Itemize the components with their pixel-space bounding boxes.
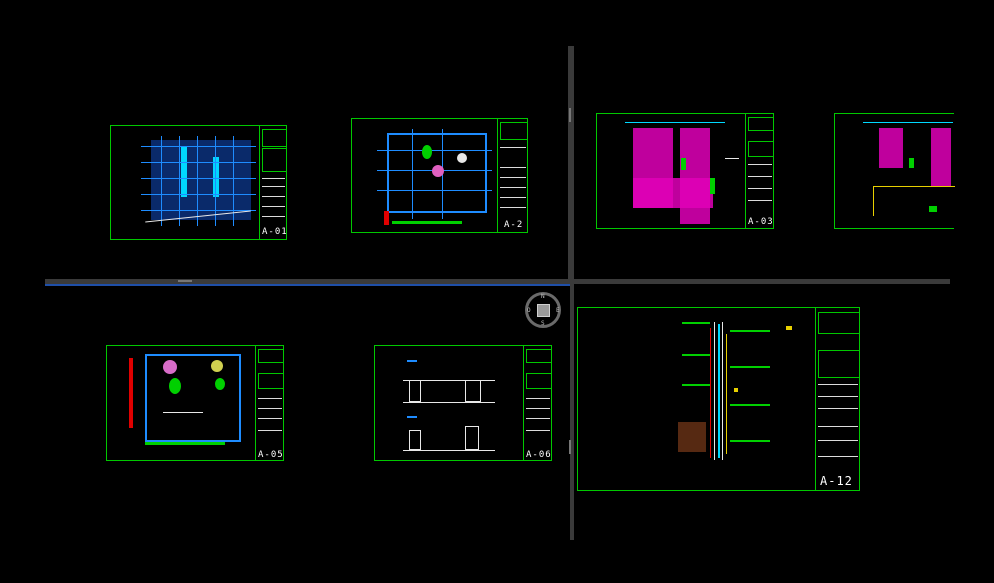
compass-west[interactable]: O	[527, 307, 531, 314]
sheet-number-a02: A-2	[504, 220, 524, 230]
viewport-splitter-horizontal[interactable]	[45, 279, 950, 284]
site-plan-a02	[362, 125, 497, 229]
splitter-grip-horizontal[interactable]	[178, 280, 192, 282]
title-block-a03: A-03	[745, 114, 774, 228]
compass-east[interactable]: E	[556, 307, 560, 314]
sheet-number-a01: A-01	[262, 227, 288, 237]
landscape-plan-a05	[115, 350, 253, 458]
sheet-number-a12: A-12	[820, 474, 853, 488]
viewport-splitter-vertical-top[interactable]	[568, 46, 574, 282]
title-block-a05: A-05	[255, 346, 284, 460]
viewcube-compass[interactable]: N S E O	[525, 292, 561, 328]
sheet-number-a06: A-06	[526, 450, 552, 460]
floor-plan-a01	[121, 132, 256, 234]
viewport-splitter-vertical-bottom[interactable]	[570, 284, 574, 540]
viewcube-top-face[interactable]	[537, 304, 550, 317]
splitter-grip-vertical-top[interactable]	[569, 108, 571, 122]
sheet-number-a05: A-05	[258, 450, 284, 460]
title-block-a06: A-06	[523, 346, 552, 460]
sheet-a05[interactable]: A-05	[106, 345, 284, 461]
title-block-a12: A-12	[815, 308, 860, 490]
section-elevations-a06	[383, 350, 521, 458]
compass-north[interactable]: N	[541, 293, 545, 300]
sheet-a01[interactable]: A-01	[110, 125, 287, 240]
sheet-a06[interactable]: A-06	[374, 345, 552, 461]
sheet-a03[interactable]: A-03	[596, 113, 774, 229]
title-block-a02: A-2	[497, 119, 528, 232]
title-block-a01: A-01	[259, 126, 287, 239]
structural-plan-a03	[605, 118, 743, 226]
splitter-grip-vertical-bottom[interactable]	[569, 440, 571, 454]
sheet-a04-partial[interactable]	[834, 113, 955, 229]
sheet-a12[interactable]: A-12	[577, 307, 860, 491]
sheet-number-a03: A-03	[748, 217, 774, 227]
compass-south[interactable]: S	[541, 320, 545, 327]
structural-plan-a04	[843, 118, 955, 226]
sheet-a02[interactable]: A-2	[351, 118, 528, 233]
detail-drawing-a12	[674, 314, 804, 464]
